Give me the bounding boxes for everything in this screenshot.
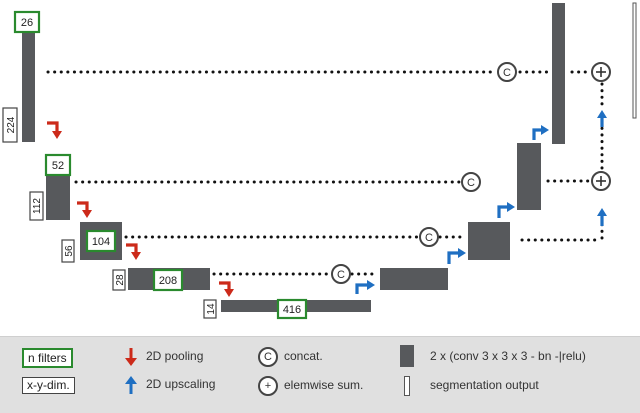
svg-text:416: 416 [283, 304, 301, 316]
elementwise-sum-icon: + [258, 376, 278, 396]
upscaling-arrow-sum-high [597, 110, 607, 127]
decoder-block-1 [552, 3, 565, 144]
dim-label-4: 28 [112, 269, 126, 291]
svg-text:56: 56 [64, 245, 75, 257]
svg-text:104: 104 [92, 236, 110, 248]
conv-block-icon [400, 345, 414, 367]
legend-conv-label: 2 x (conv 3 x 3 x 3 - bn -|relu) [430, 349, 586, 363]
segmentation-output-bar [632, 2, 637, 119]
legend-upscaling-label: 2D upscaling [146, 377, 216, 391]
concat-op-4: C [331, 264, 351, 284]
legend-seg-label: segmentation output [430, 378, 539, 392]
legend-filters-box: n filters [22, 348, 73, 368]
svg-text:28: 28 [115, 274, 126, 286]
pooling-arrow-3 [126, 243, 141, 260]
pooling-arrow-2 [77, 201, 92, 218]
dim-label-1: 224 [2, 107, 18, 143]
decoder-block-4 [380, 268, 448, 290]
sum-op-top [591, 62, 611, 82]
legend-filters-label: n filters [28, 351, 67, 365]
pooling-arrow-icon [125, 348, 137, 366]
decoder-block-2 [517, 143, 541, 210]
legend-sum-label: elemwise sum. [284, 378, 364, 392]
upscaling-arrow-sum-low [597, 208, 607, 226]
filter-label-1: 26 [13, 10, 41, 34]
upscaling-arrow-icon [125, 376, 137, 394]
decoder-block-3 [468, 222, 510, 260]
concat-op-3: C [419, 227, 439, 247]
legend-pooling-label: 2D pooling [146, 349, 204, 363]
filter-label-3: 104 [85, 229, 117, 253]
dim-label-3: 56 [61, 239, 75, 263]
svg-text:112: 112 [32, 198, 43, 214]
svg-text:224: 224 [6, 116, 17, 133]
legend-dims-box: x-y-dim. [22, 377, 75, 394]
svg-text:14: 14 [206, 303, 217, 315]
filter-label-2: 52 [44, 153, 72, 177]
encoder-block-1 [22, 14, 35, 142]
svg-text:C: C [503, 67, 511, 79]
upscaling-arrow-4 [532, 125, 549, 140]
dim-label-5: 14 [203, 299, 217, 319]
upscaling-arrow-1 [355, 280, 375, 294]
svg-text:208: 208 [159, 275, 177, 287]
svg-text:C: C [425, 232, 433, 244]
segmentation-output-icon [404, 376, 410, 396]
svg-text:C: C [337, 269, 345, 281]
pooling-arrow-1 [47, 121, 62, 139]
svg-text:C: C [467, 177, 475, 189]
concat-icon: C [258, 347, 278, 367]
legend-concat-label: concat. [284, 349, 323, 363]
pooling-arrow-4 [219, 281, 234, 297]
concat-op-2: C [461, 172, 481, 192]
svg-text:26: 26 [21, 17, 33, 29]
concat-op-1: C [497, 62, 517, 82]
sum-op-mid [591, 171, 611, 191]
filter-label-4: 208 [152, 268, 184, 292]
filter-label-5: 416 [276, 298, 308, 320]
upscaling-arrow-2 [447, 248, 466, 264]
encoder-block-2 [46, 168, 70, 220]
upscaling-arrow-3 [497, 202, 515, 218]
legend-dims-label: x-y-dim. [27, 378, 70, 392]
legend: n filters x-y-dim. 2D pooling 2D upscali… [0, 336, 640, 413]
svg-text:52: 52 [52, 160, 64, 172]
dim-label-2: 112 [29, 191, 44, 221]
